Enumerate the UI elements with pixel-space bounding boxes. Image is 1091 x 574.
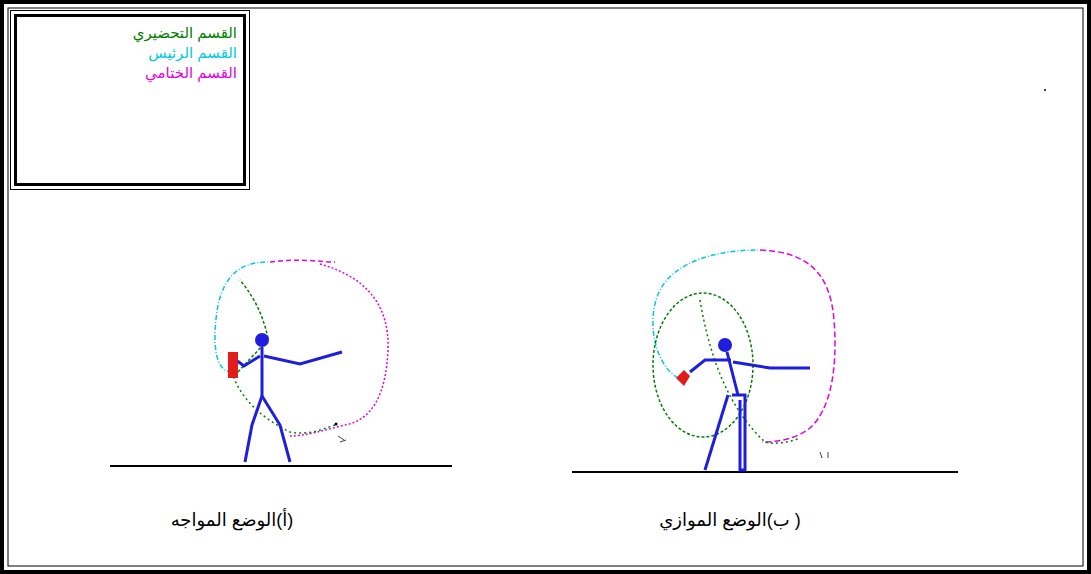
page-frame — [8, 8, 1083, 566]
dot — [1044, 89, 1046, 91]
legend-text: القسم الختامي — [145, 64, 237, 81]
legend-text: القسم الرئيس — [148, 44, 237, 61]
legend-box: القسم التحضيري القسم الرئيس القسم الختامي — [10, 10, 250, 190]
figure-caption: ( ب)الوضع الموازي — [657, 509, 803, 531]
legend-text: القسم التحضيري — [133, 24, 237, 41]
legend-entry: القسم التحضيري — [23, 23, 237, 43]
stick-figure-a — [110, 260, 452, 466]
legend-frame: القسم التحضيري القسم الرئيس القسم الختامي — [14, 14, 246, 186]
stick-figure-b — [572, 250, 958, 472]
legend-entry: القسم الرئيس — [23, 43, 237, 63]
figure-caption: (أ)الوضع المواجه — [169, 509, 296, 531]
legend-entry: القسم الختامي — [23, 63, 237, 83]
